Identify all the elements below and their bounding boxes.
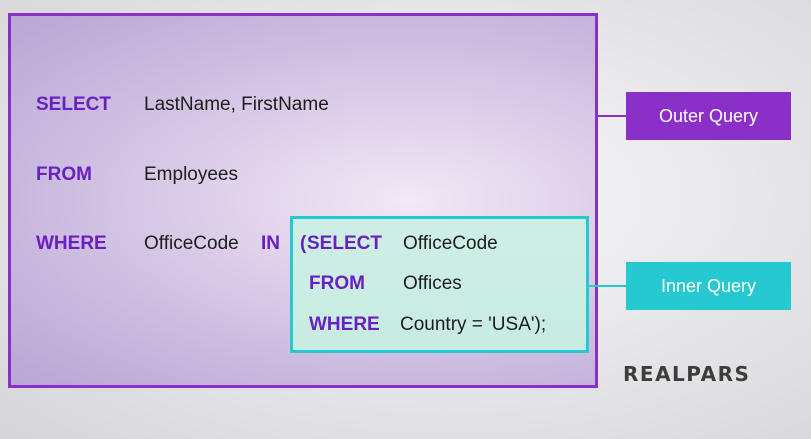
- inner-query-connector: [589, 285, 626, 287]
- outer-from-keyword: FROM: [36, 164, 92, 185]
- inner-query-label: Inner Query: [626, 262, 791, 310]
- outer-select-keyword: SELECT: [36, 94, 111, 115]
- outer-select-columns: LastName, FirstName: [144, 94, 329, 115]
- inner-open-paren: (: [300, 233, 307, 254]
- inner-from-keyword: FROM: [309, 273, 365, 294]
- outer-in-operator: IN: [261, 233, 280, 254]
- inner-select-keyword: SELECT: [307, 233, 382, 254]
- outer-query-label: Outer Query: [626, 92, 791, 140]
- inner-where-condition: Country = 'USA');: [400, 314, 547, 335]
- inner-where-keyword: WHERE: [309, 314, 380, 335]
- inner-from-table: Offices: [403, 273, 462, 294]
- realpars-logo: REALPARS: [623, 362, 751, 386]
- outer-where-column: OfficeCode: [144, 233, 239, 254]
- outer-where-keyword: WHERE: [36, 233, 107, 254]
- outer-query-connector: [598, 115, 626, 117]
- inner-query-box: [290, 216, 589, 353]
- inner-select-column: OfficeCode: [403, 233, 498, 254]
- outer-from-table: Employees: [144, 164, 238, 185]
